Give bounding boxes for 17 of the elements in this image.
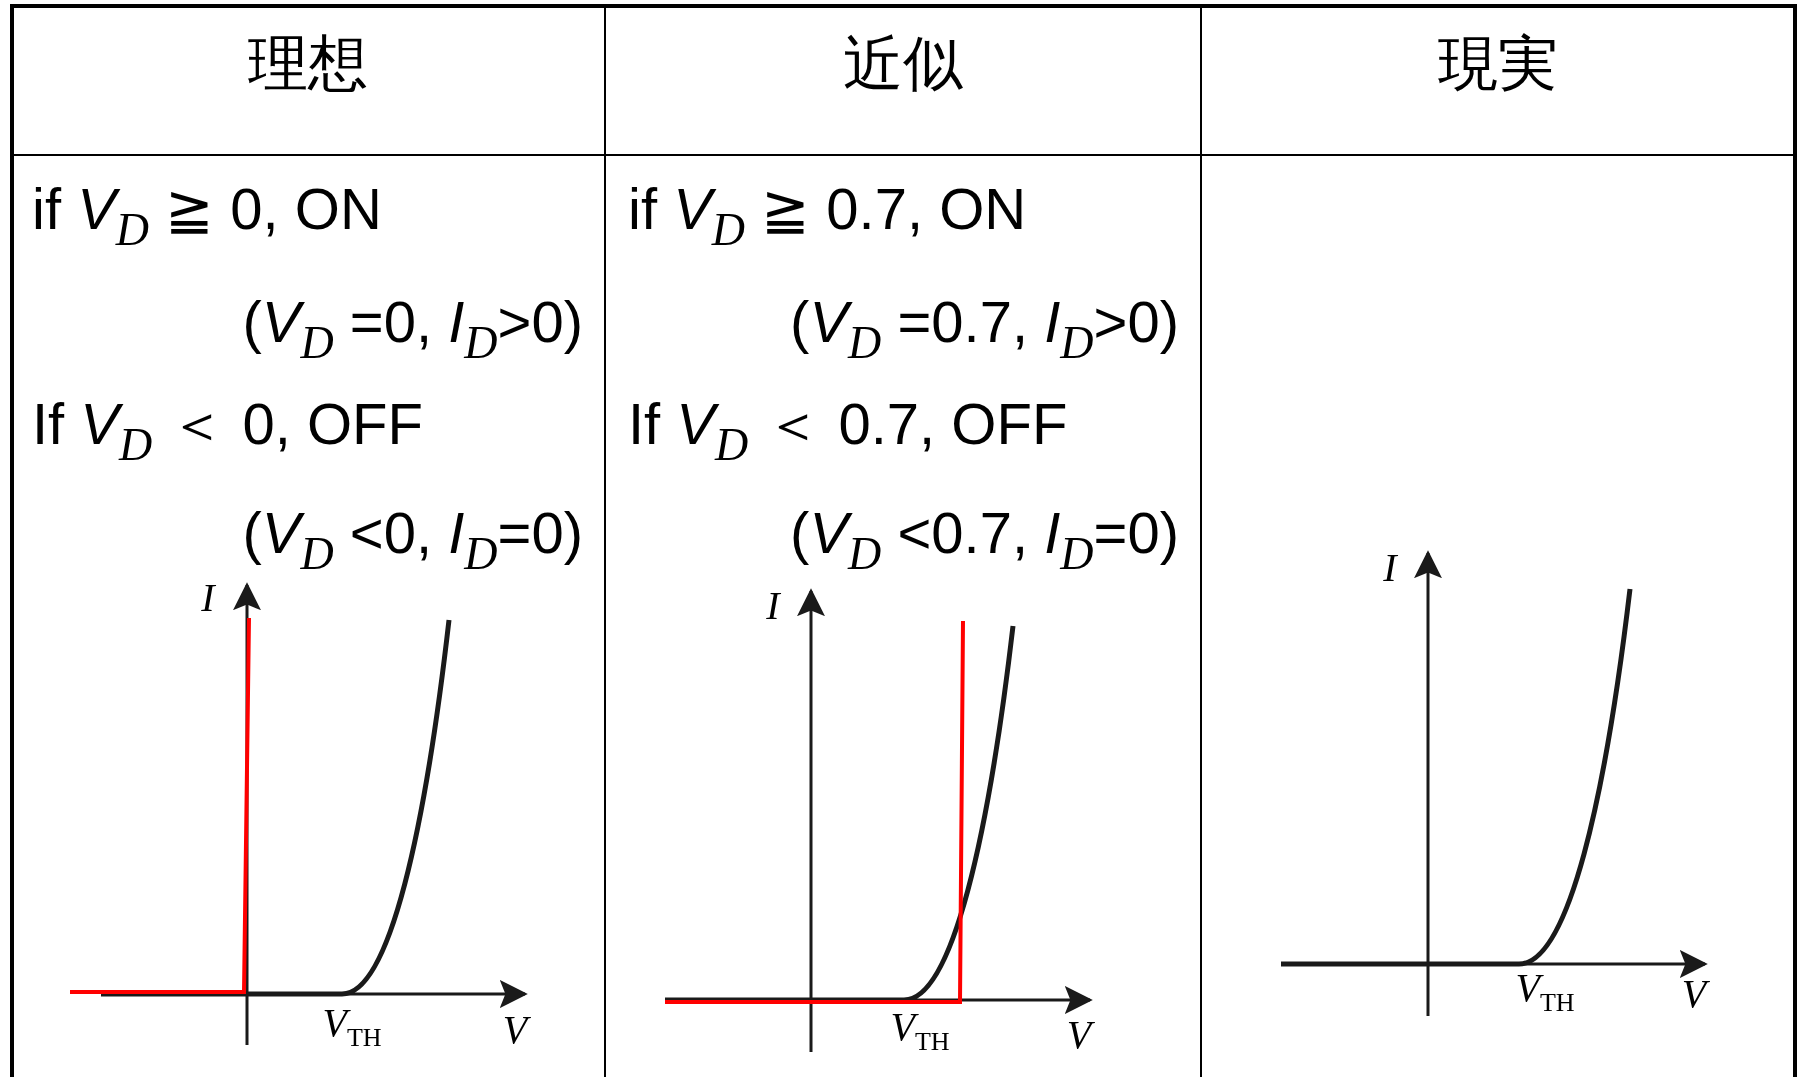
column-header: 理想 (248, 33, 368, 93)
condition-text: if V$_{D}$ ≧ 0, ON (32, 180, 382, 254)
axis-label: V$_{TH}$ (322, 1002, 382, 1052)
condition-text: If V$_{D}$ ＜ 0.7, OFF (628, 395, 1068, 469)
axis-label: I (766, 586, 780, 626)
condition-text: (V$_{D}$ =0.7, I$_{D}$>0) (790, 293, 1179, 367)
condition-text: (V$_{D}$ =0, I$_{D}$>0) (242, 293, 583, 367)
column-header: 現実 (1438, 33, 1558, 93)
condition-text: (V$_{D}$ <0, I$_{D}$=0) (242, 504, 583, 578)
column-header: 近似 (843, 33, 963, 93)
condition-text: If V$_{D}$ ＜ 0, OFF (32, 395, 423, 469)
axis-label: I (201, 578, 215, 618)
axis-label: V$_{TH}$ (1515, 967, 1575, 1017)
condition-text: (V$_{D}$ <0.7, I$_{D}$=0) (790, 504, 1179, 578)
condition-text: if V$_{D}$ ≧ 0.7, ON (628, 180, 1027, 254)
axis-label: I (1383, 548, 1397, 588)
axis-label: V$_{TH}$ (890, 1006, 950, 1056)
